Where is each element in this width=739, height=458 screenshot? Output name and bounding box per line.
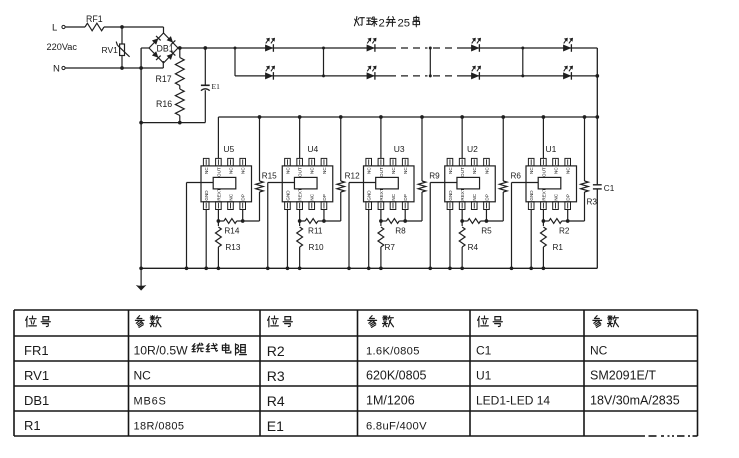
svg-text:DB1: DB1: [24, 393, 49, 408]
svg-text:GND: GND: [529, 190, 534, 201]
svg-text:NC: NC: [322, 167, 327, 174]
svg-text:OUT: OUT: [298, 167, 303, 177]
svg-text:R9: R9: [429, 171, 440, 180]
svg-text:1.6K/0805: 1.6K/0805: [366, 346, 420, 358]
svg-text:NC: NC: [553, 193, 558, 200]
svg-text:18V/30mA/2835: 18V/30mA/2835: [590, 394, 680, 408]
svg-text:FR1: FR1: [24, 343, 49, 358]
svg-text:R1: R1: [553, 243, 564, 252]
svg-text:R13: R13: [225, 243, 240, 252]
svg-text:R3: R3: [267, 368, 285, 384]
svg-text:GND: GND: [204, 190, 209, 201]
svg-text:NC: NC: [204, 167, 209, 174]
svg-text:R16: R16: [156, 99, 172, 109]
svg-text:U2: U2: [467, 144, 478, 154]
svg-text:NC: NC: [310, 193, 315, 200]
svg-text:R15: R15: [262, 171, 277, 180]
svg-text:6.8uF/400V: 6.8uF/400V: [366, 421, 427, 433]
svg-text:C1: C1: [604, 184, 615, 193]
svg-text:NC: NC: [472, 167, 477, 174]
svg-text:REXT: REXT: [541, 188, 546, 200]
svg-text:NC: NC: [448, 167, 453, 174]
svg-text:NC: NC: [566, 167, 571, 174]
svg-text:LED1-LED 14: LED1-LED 14: [476, 394, 550, 408]
svg-text:DP: DP: [484, 194, 489, 200]
svg-text:NC: NC: [529, 167, 534, 174]
svg-text:NC: NC: [134, 369, 152, 383]
svg-text:RV1: RV1: [24, 368, 49, 383]
svg-text:DB1: DB1: [157, 44, 174, 54]
svg-text:2: 2: [379, 17, 385, 29]
svg-text:U4: U4: [307, 144, 318, 154]
svg-text:NC: NC: [553, 167, 558, 174]
svg-text:REXT: REXT: [298, 188, 303, 200]
svg-text:SM2091E/T: SM2091E/T: [590, 369, 656, 383]
svg-text:18R/0805: 18R/0805: [134, 421, 185, 433]
svg-text:NC: NC: [241, 167, 246, 174]
svg-text:25: 25: [398, 17, 411, 29]
svg-text:NC: NC: [285, 167, 290, 174]
svg-text:U3: U3: [394, 144, 405, 154]
svg-text:DP: DP: [241, 194, 246, 200]
svg-text:R2: R2: [267, 343, 285, 359]
svg-text:DP: DP: [566, 194, 571, 200]
svg-text:R17: R17: [156, 74, 172, 84]
svg-text:L: L: [52, 23, 57, 34]
svg-text:N: N: [53, 64, 60, 75]
svg-text:R4: R4: [267, 393, 285, 409]
svg-text:REXT: REXT: [216, 188, 221, 200]
svg-text:220Vac: 220Vac: [47, 42, 78, 52]
svg-text:NC: NC: [367, 167, 372, 174]
svg-text:R4: R4: [468, 243, 479, 252]
svg-text:DP: DP: [403, 194, 408, 200]
svg-text:E1: E1: [267, 418, 284, 434]
svg-text:E1: E1: [212, 82, 221, 91]
svg-text:R3: R3: [587, 198, 598, 207]
svg-text:NC: NC: [228, 167, 233, 174]
svg-text:NC: NC: [403, 167, 408, 174]
svg-text:NC: NC: [391, 193, 396, 200]
svg-text:R10: R10: [309, 243, 324, 252]
svg-text:R12: R12: [345, 171, 360, 180]
svg-text:OUT: OUT: [379, 167, 384, 177]
svg-text:R1: R1: [24, 418, 41, 433]
svg-text:GND: GND: [448, 190, 453, 201]
svg-text:RF1: RF1: [86, 14, 103, 24]
svg-text:R8: R8: [395, 226, 406, 235]
svg-text:NC: NC: [472, 193, 477, 200]
svg-text:1M/1206: 1M/1206: [366, 394, 415, 408]
svg-text:DP: DP: [322, 194, 327, 200]
svg-text:GND: GND: [285, 190, 290, 201]
svg-text:R2: R2: [559, 226, 570, 235]
svg-text:R11: R11: [308, 226, 323, 235]
svg-text:C1: C1: [476, 344, 492, 358]
svg-text:NC: NC: [590, 344, 608, 358]
svg-text:620K/0805: 620K/0805: [366, 369, 427, 383]
svg-text:R14: R14: [224, 226, 239, 235]
svg-text:U1: U1: [546, 144, 557, 154]
svg-text:R6: R6: [510, 171, 521, 180]
svg-text:OUT: OUT: [216, 167, 221, 177]
svg-text:REXT: REXT: [460, 188, 465, 200]
svg-text:NC: NC: [310, 167, 315, 174]
svg-text:OUT: OUT: [460, 167, 465, 177]
svg-text:RV1: RV1: [102, 45, 119, 55]
svg-text:NC: NC: [484, 167, 489, 174]
svg-text:GND: GND: [367, 190, 372, 201]
svg-text:R5: R5: [481, 226, 492, 235]
svg-text:U1: U1: [476, 369, 492, 383]
svg-text:R7: R7: [385, 243, 396, 252]
svg-text:NC: NC: [391, 167, 396, 174]
svg-text:10R/0.5W: 10R/0.5W: [134, 344, 189, 358]
svg-text:NC: NC: [228, 193, 233, 200]
svg-text:MB6S: MB6S: [134, 396, 167, 408]
svg-text:OUT: OUT: [541, 167, 546, 177]
svg-text:REXT: REXT: [379, 188, 384, 200]
svg-text:U5: U5: [223, 144, 234, 154]
